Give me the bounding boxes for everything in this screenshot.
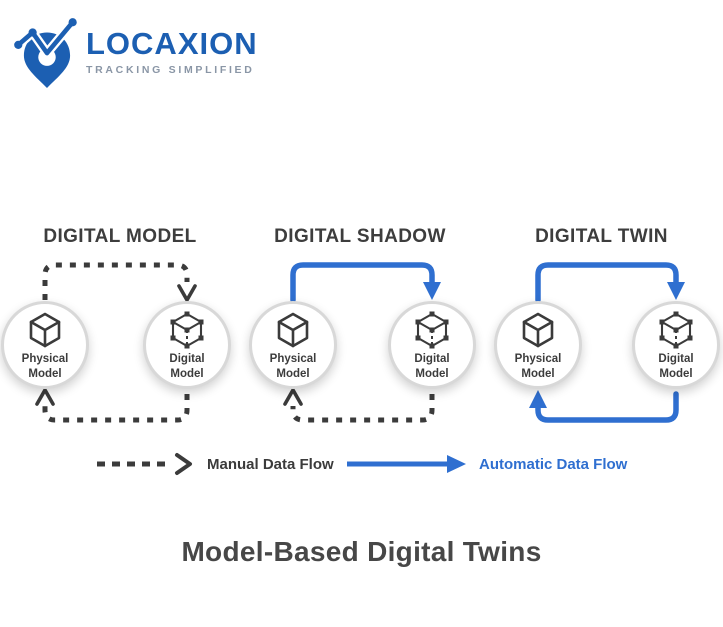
digital-model-node: Digital Model xyxy=(632,301,720,389)
cube-outline-icon xyxy=(277,312,309,348)
flow-arrows xyxy=(283,262,441,423)
location-pin-trend-icon xyxy=(13,17,78,88)
panel-digital-twin: DIGITAL TWIN Physical Model xyxy=(480,220,723,435)
brand-name: LOCAXION xyxy=(86,26,258,61)
top-arrow xyxy=(42,262,197,302)
bottom-arrow xyxy=(529,390,679,423)
digital-model-node: Digital Model xyxy=(388,301,476,389)
top-arrow xyxy=(535,262,685,303)
physical-model-node: Physical Model xyxy=(494,301,582,389)
bottom-arrow xyxy=(283,388,435,423)
physical-model-node: Physical Model xyxy=(249,301,337,389)
cube-outline-icon xyxy=(29,312,61,348)
panel-digital-model: DIGITAL MODEL Physical Model xyxy=(0,220,240,435)
diagram-caption: Model-Based Digital Twins xyxy=(181,536,542,567)
flow-arrows xyxy=(529,262,685,423)
legend-manual-label: Manual Data Flow xyxy=(207,455,334,473)
physical-model-node: Physical Model xyxy=(1,301,89,389)
legend-automatic: Automatic Data Flow xyxy=(343,450,627,478)
panel-title: DIGITAL SHADOW xyxy=(274,226,446,247)
wireframe-cube-icon xyxy=(659,311,693,349)
cube-outline-icon xyxy=(522,312,554,348)
panel-title: DIGITAL MODEL xyxy=(43,226,197,247)
digital-model-node: Digital Model xyxy=(143,301,231,389)
node-label: Physical Model xyxy=(269,353,317,380)
node-label: Physical Model xyxy=(514,353,562,380)
node-label: Physical Model xyxy=(21,353,69,380)
solid-arrow-icon xyxy=(347,455,466,473)
logo-text: LOCAXION TRACKING SIMPLIFIED xyxy=(86,12,258,76)
brand-tagline: TRACKING SIMPLIFIED xyxy=(86,64,255,76)
panel-title: DIGITAL TWIN xyxy=(535,226,668,247)
legend-manual: Manual Data Flow xyxy=(93,450,334,478)
flow-arrows xyxy=(35,262,197,423)
bottom-arrow xyxy=(35,388,190,423)
wireframe-cube-icon xyxy=(170,311,204,349)
legend-automatic-label: Automatic Data Flow xyxy=(479,455,628,473)
dashed-arrow-icon xyxy=(97,453,192,475)
logo: LOCAXION TRACKING SIMPLIFIED xyxy=(12,12,258,90)
top-arrow xyxy=(290,262,441,303)
panel-digital-shadow: DIGITAL SHADOW Physical Model xyxy=(240,220,480,435)
node-label: Digital Model xyxy=(658,353,694,380)
node-label: Digital Model xyxy=(414,353,450,380)
node-label: Digital Model xyxy=(169,353,205,380)
wireframe-cube-icon xyxy=(415,311,449,349)
